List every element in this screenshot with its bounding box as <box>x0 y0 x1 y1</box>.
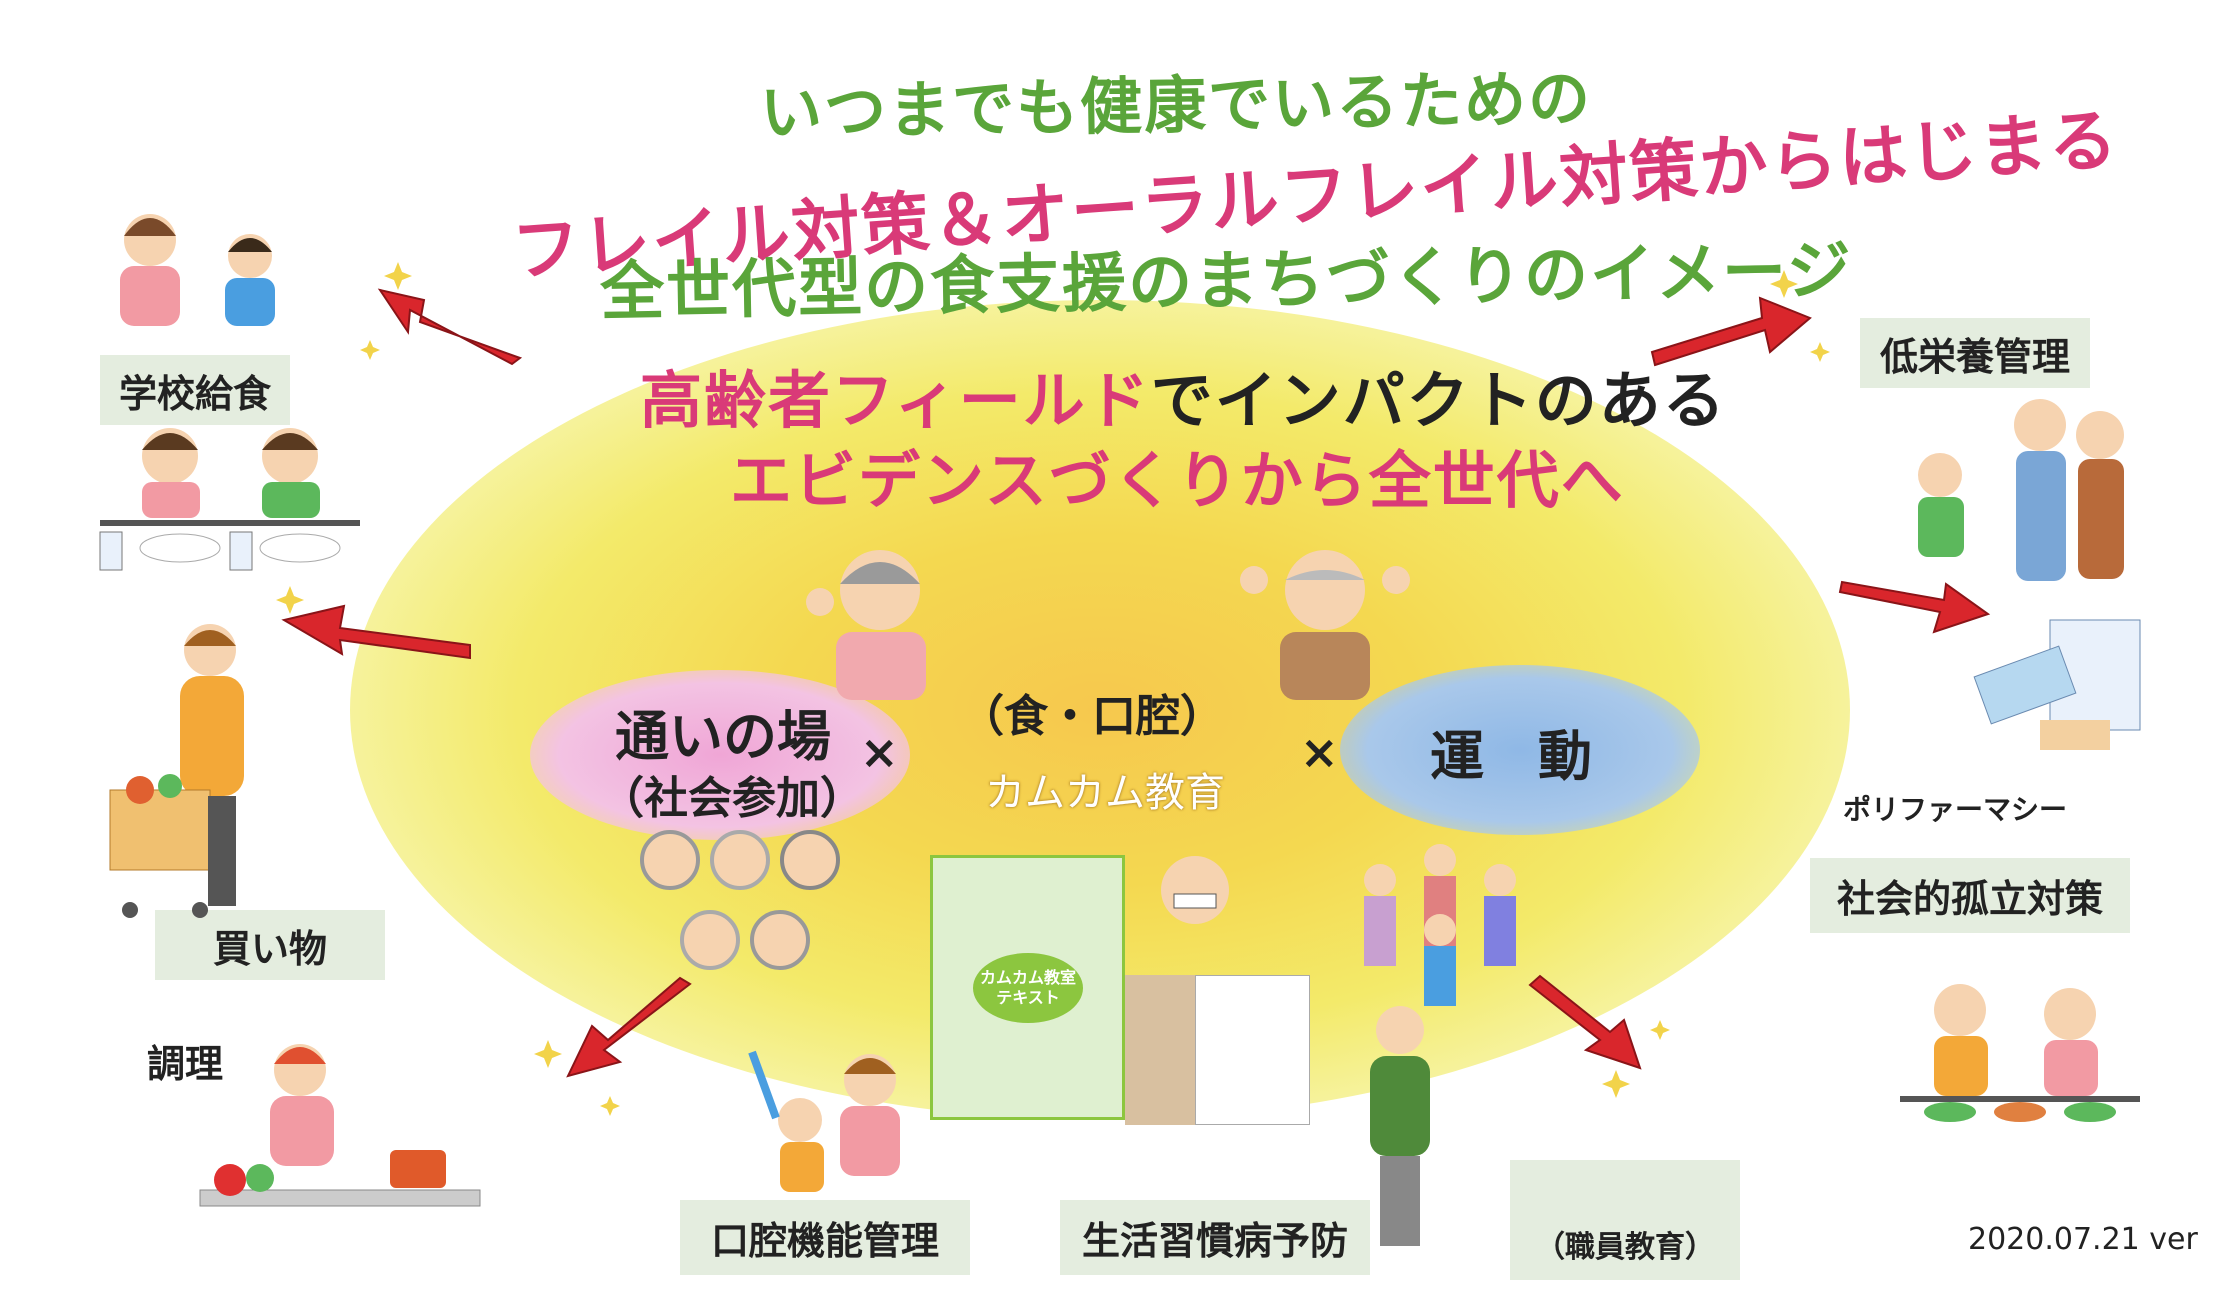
label-isolation: 社会的孤立対策 <box>1810 858 2130 933</box>
chair-exercise-group <box>1364 844 1516 1006</box>
school-lunch-illustration <box>99 428 360 571</box>
label-oral: 口腔機能管理 <box>680 1200 970 1275</box>
elderly-faces-group <box>640 830 840 970</box>
subtitle-line-1: 高齢者フィールドでインパクトのある <box>640 350 1727 440</box>
subtitle-line-2: エビデンスづくりから全世代へ <box>730 444 1625 517</box>
elderly-woman-illustration <box>806 550 926 700</box>
label-malnutrition: 低栄養管理 <box>1860 318 2090 388</box>
times-2: × <box>1300 725 1339 779</box>
kayoi-title: 通いの場 <box>615 705 831 768</box>
food-oral-title: （食・口腔） <box>960 691 1224 742</box>
version-text: 2020.07.21 ver <box>1968 1222 2198 1257</box>
sparkle <box>384 262 412 290</box>
man-stretching-illustration <box>1370 1006 1430 1246</box>
kamukamu-booklet: カムカム教室テキスト <box>930 855 1125 1120</box>
kayoi-sub: （社会参加） <box>600 773 864 824</box>
sparkle <box>1810 342 1830 362</box>
label-school-lunch: 学校給食 <box>100 355 290 425</box>
subtitle-highlight: 高齢者フィールド <box>640 364 1151 437</box>
exercise-blob <box>1340 665 1700 835</box>
cooking-illustration <box>199 1044 481 1207</box>
sparkle <box>1650 1020 1670 1040</box>
label-cooking: 調理 <box>146 1041 223 1086</box>
kamukamu-education: カムカム教育 <box>985 770 1225 816</box>
smiling-man-illustration <box>1161 856 1229 924</box>
label-shopping: 買い物 <box>155 910 385 980</box>
label-polypharmacy: ポリファーマシー <box>1842 793 2067 826</box>
sparkle <box>360 340 380 360</box>
booklet-title: カムカム教室テキスト <box>973 953 1083 1023</box>
booklet-page-food <box>1125 975 1195 1125</box>
sparkle <box>600 1096 620 1116</box>
booklet-page-table <box>1195 975 1310 1125</box>
label-lifestyle: 生活習慣病予防 <box>1060 1200 1370 1275</box>
toothbrush-family-illustration <box>748 1050 900 1192</box>
sparkle <box>276 586 304 614</box>
sparkle <box>534 1040 562 1068</box>
mother-child-illustration <box>120 214 275 326</box>
label-staff: （職員教育） <box>1510 1160 1740 1280</box>
exercise-title: 運 動 <box>1430 725 1592 788</box>
elderly-dining-illustration <box>1900 984 2140 1122</box>
subtitle-rest: でインパクトのある <box>1150 364 1727 437</box>
medicine-illustration <box>1973 619 2141 750</box>
sparkle <box>1602 1070 1630 1098</box>
shopping-illustration <box>109 624 244 918</box>
times-1: × <box>860 725 899 779</box>
elderly-couple-illustration <box>1918 399 2124 581</box>
arrow-school <box>377 288 523 366</box>
elderly-man-illustration <box>1240 550 1410 700</box>
